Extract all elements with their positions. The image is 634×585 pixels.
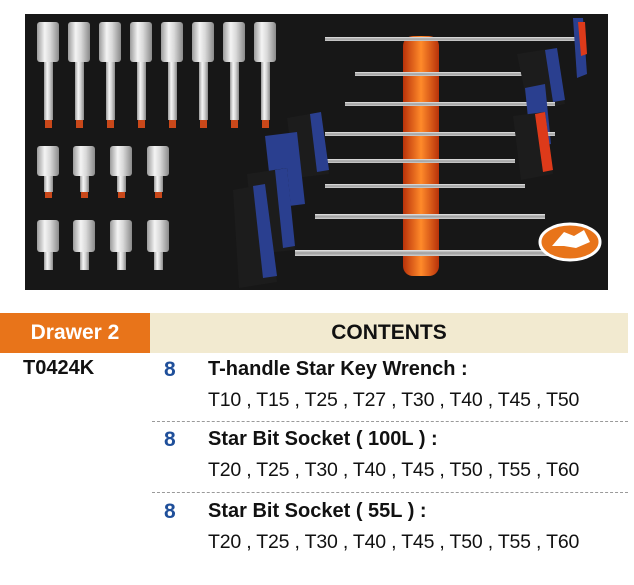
long-socket (254, 22, 276, 128)
short-socket (73, 146, 95, 198)
t-handle-wrench (325, 18, 587, 78)
short-socket (110, 146, 132, 198)
item-quantity: 8 (164, 500, 176, 523)
item-divider (152, 421, 628, 422)
item-title: Star Bit Socket ( 55L ) : (208, 500, 427, 522)
short-socket (73, 220, 95, 270)
t-handle-wrench (325, 112, 555, 180)
part-number: T0424K (23, 357, 95, 379)
item-sizes: T20 , T25 , T30 , T40 , T45 , T50 , T55 … (208, 531, 580, 553)
item-divider (152, 492, 628, 493)
item-title: Star Bit Socket ( 100L ) : (208, 428, 438, 450)
long-socket (37, 22, 59, 128)
product-photo (25, 14, 608, 290)
long-socket (130, 22, 152, 128)
item-title: T-handle Star Key Wrench : (208, 358, 468, 380)
t-handle-wrench (233, 184, 575, 288)
contents-title: CONTENTS (331, 321, 447, 344)
short-socket (147, 220, 169, 270)
item-quantity: 8 (164, 358, 176, 381)
short-socket (147, 146, 169, 198)
long-socket (99, 22, 121, 128)
item-quantity: 8 (164, 428, 176, 451)
long-socket-row (37, 22, 276, 128)
item-sizes: T10 , T15 , T25 , T27 , T30 , T40 , T45 … (208, 389, 580, 411)
short-socket (110, 220, 132, 270)
drawer-label: Drawer 2 (0, 313, 150, 353)
short-socket-row (37, 146, 169, 198)
short-socket (37, 146, 59, 198)
t-handle-wrench-set (233, 18, 587, 288)
long-socket (192, 22, 214, 128)
long-socket (161, 22, 183, 128)
item-sizes: T20 , T25 , T30 , T40 , T45 , T50 , T55 … (208, 459, 580, 481)
short-socket (37, 220, 59, 270)
long-socket (68, 22, 90, 128)
brand-logo (538, 222, 602, 262)
short-socket-row (37, 220, 169, 270)
long-socket (223, 22, 245, 128)
contents-header: Drawer 2 CONTENTS (0, 313, 628, 353)
